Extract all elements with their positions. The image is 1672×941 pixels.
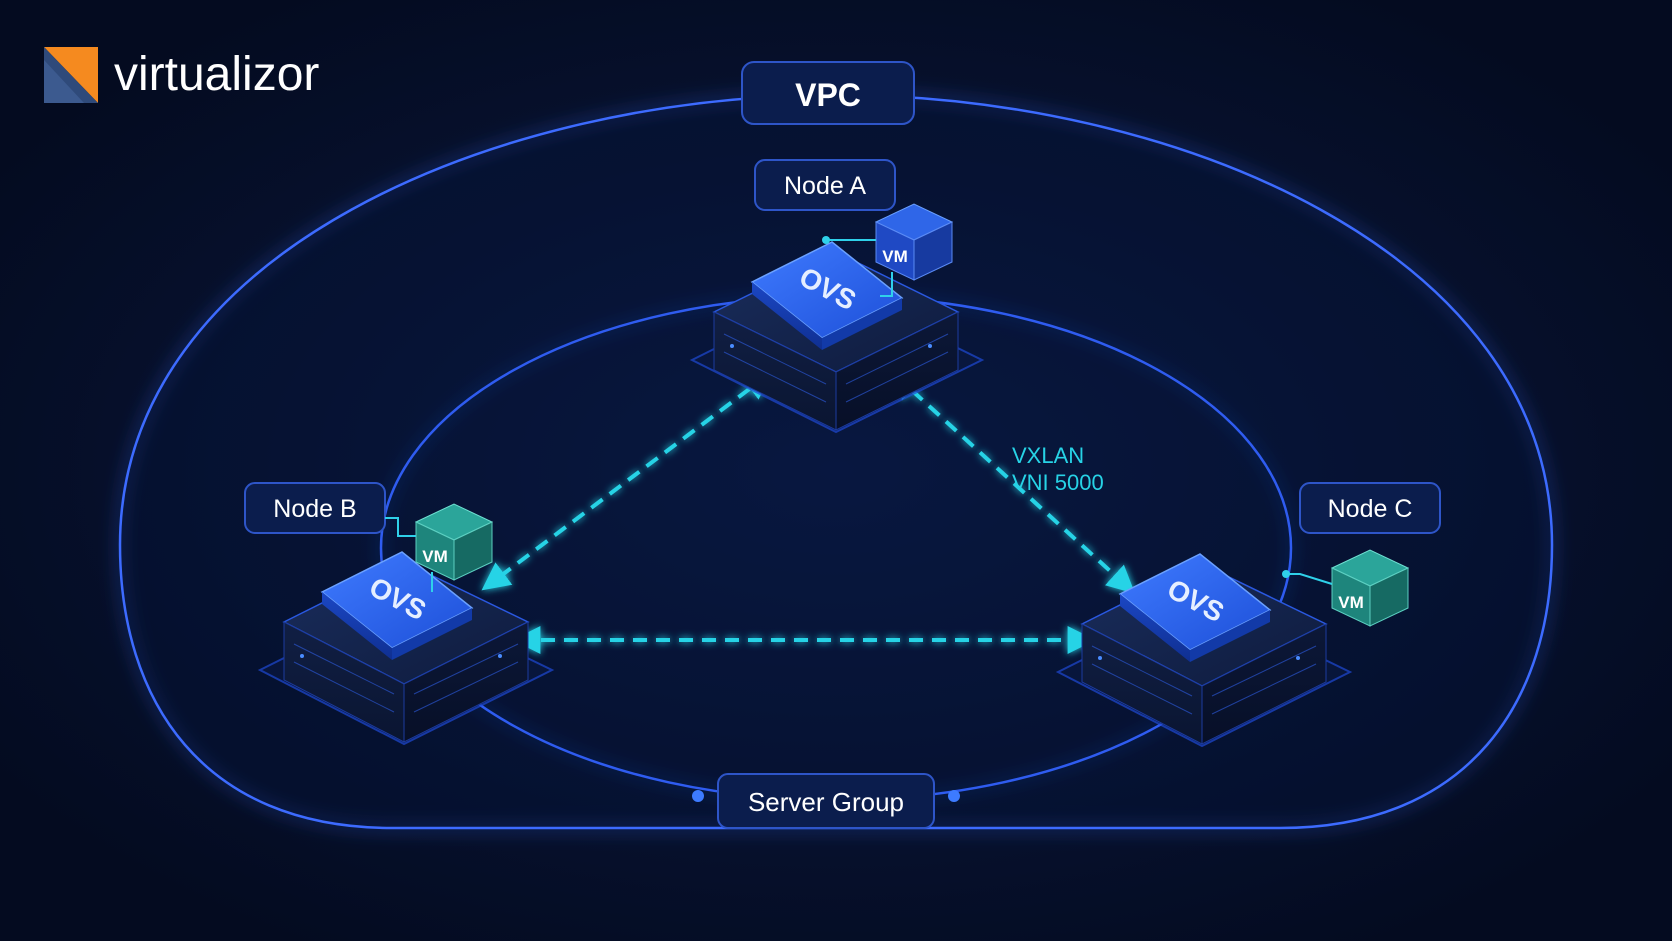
node-b-vm-label: VM [422,547,448,566]
tunnel-a-b [481,371,773,591]
virtualizor-logo: virtualizor [44,47,319,103]
node-b-ovs-switch: OVS [320,551,474,660]
node-a-label: Node A [784,172,866,200]
node-c-vm-label: VM [1338,593,1364,612]
node-b-vm-cube: VM [414,503,494,581]
server-group-label-box: Server Group [717,773,935,829]
node-b: Node B OVS VM [244,482,555,746]
server-group-connector-dot [948,790,960,802]
vxlan-tunnels [481,371,1136,654]
server-group-label: Server Group [748,787,904,817]
node-a-ovs-switch: OVS [750,241,904,350]
node-c-label: Node C [1328,495,1413,523]
node-b-label: Node B [273,495,356,523]
node-a-vm-label: VM [882,247,908,266]
tunnel-a-c [890,371,1136,594]
node-b-label-box: Node B [244,482,386,534]
node-a: Node A OVS VM [689,159,985,434]
vxlan-label-line1: VXLAN [1012,443,1084,468]
vxlan-label-line2: VNI 5000 [1012,470,1104,495]
vpc-label-box: VPC [741,61,915,125]
node-b-vm-link [385,517,433,592]
node-a-label-box: Node A [754,159,896,211]
virtualizor-logo-icon [44,47,98,103]
node-c-vm-cube: VM [1330,549,1410,627]
node-c: Node C OVS VM [1055,482,1441,748]
vxlan-label: VXLAN VNI 5000 [1012,443,1104,495]
node-c-ovs-switch: OVS [1118,553,1272,662]
brand-name: virtualizor [114,48,319,101]
server-group-connector-dot [692,790,704,802]
node-a-vm-cube: VM [874,203,954,281]
vpc-label: VPC [795,77,861,113]
node-c-label-box: Node C [1299,482,1441,534]
